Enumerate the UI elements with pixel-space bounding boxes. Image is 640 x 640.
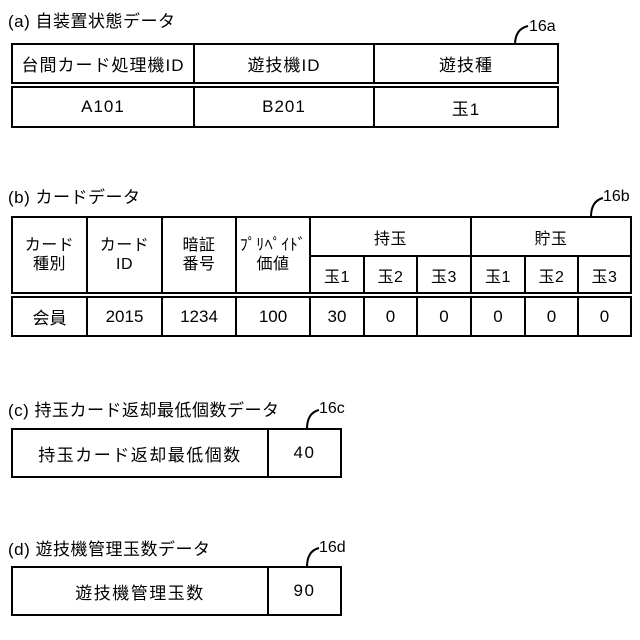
subheader-cell: 玉3 xyxy=(577,255,632,296)
section-b-title: (b) カードデータ xyxy=(8,188,141,207)
data-cell: 0 xyxy=(416,292,472,337)
leader-line-16b-icon xyxy=(590,197,604,217)
data-cell: 30 xyxy=(309,292,365,337)
header-cell: ﾌﾟﾘﾍﾟｲﾄﾞ 価値 xyxy=(235,216,311,296)
value-cell: 40 xyxy=(267,428,342,478)
data-cell: 玉1 xyxy=(373,82,559,128)
data-cell: B201 xyxy=(193,82,375,128)
ref-label-16c: 16c xyxy=(319,400,345,417)
group-header-cell: 貯玉 xyxy=(470,216,632,257)
section-c-title: (c) 持玉カード返却最低個数データ xyxy=(8,401,280,420)
data-cell: 0 xyxy=(363,292,418,337)
data-cell: 会員 xyxy=(11,292,88,337)
data-cell: 0 xyxy=(524,292,579,337)
value-cell: 90 xyxy=(267,566,342,616)
header-cell: カード ID xyxy=(86,216,163,296)
subheader-cell: 玉1 xyxy=(470,255,526,296)
leader-line-16d-icon xyxy=(306,547,320,567)
table-header-row: 台間カード処理機ID 遊技機ID 遊技種 xyxy=(11,43,559,86)
subheader-cell: 玉3 xyxy=(416,255,472,296)
machine-managed-balls-table: 遊技機管理玉数 90 xyxy=(11,566,342,616)
label-cell: 持玉カード返却最低個数 xyxy=(11,428,269,478)
header-cell: 暗証 番号 xyxy=(161,216,237,296)
leader-line-16c-icon xyxy=(306,409,320,429)
table-data-row: 遊技機管理玉数 90 xyxy=(11,566,342,616)
table-data-row: A101 B201 玉1 xyxy=(11,82,559,128)
data-cell: 0 xyxy=(470,292,526,337)
data-cell: 0 xyxy=(577,292,632,337)
label-cell: 遊技機管理玉数 xyxy=(11,566,269,616)
header-cell: 遊技機ID xyxy=(193,43,375,86)
header-cell: 遊技種 xyxy=(373,43,559,86)
data-cell: A101 xyxy=(11,82,195,128)
section-d-title: (d) 遊技機管理玉数データ xyxy=(8,540,211,559)
ref-label-16a: 16a xyxy=(529,18,556,35)
table-data-row: 持玉カード返却最低個数 40 xyxy=(11,428,342,478)
leader-line-16a-icon xyxy=(514,25,529,45)
ref-label-16b: 16b xyxy=(603,188,630,205)
table-group-header-row: カード 種別 カード ID 暗証 番号 ﾌﾟﾘﾍﾟｲﾄﾞ 価値 持玉 貯玉 xyxy=(11,216,632,296)
table-data-row: 会員 2015 1234 100 30 0 0 0 0 0 xyxy=(11,292,632,337)
data-cell: 2015 xyxy=(86,292,163,337)
ref-label-16d: 16d xyxy=(319,539,346,556)
table-subheader-row: 玉1 玉2 玉3 玉1 玉2 玉3 xyxy=(12,255,632,296)
subheader-cell: 玉1 xyxy=(309,255,365,296)
subheader-cell: 玉2 xyxy=(363,255,418,296)
section-a-title: (a) 自装置状態データ xyxy=(8,12,176,31)
data-cell: 100 xyxy=(235,292,311,337)
group-header-cell: 持玉 xyxy=(309,216,472,257)
header-cell: カード 種別 xyxy=(11,216,88,296)
subheader-cell: 玉2 xyxy=(524,255,579,296)
card-data-table: カード 種別 カード ID 暗証 番号 ﾌﾟﾘﾍﾟｲﾄﾞ 価値 持玉 貯玉 玉1… xyxy=(11,216,632,337)
device-status-table: 台間カード処理機ID 遊技機ID 遊技種 A101 B201 玉1 xyxy=(11,43,559,128)
min-return-count-table: 持玉カード返却最低個数 40 xyxy=(11,428,342,478)
header-cell: 台間カード処理機ID xyxy=(11,43,195,86)
data-cell: 1234 xyxy=(161,292,237,337)
